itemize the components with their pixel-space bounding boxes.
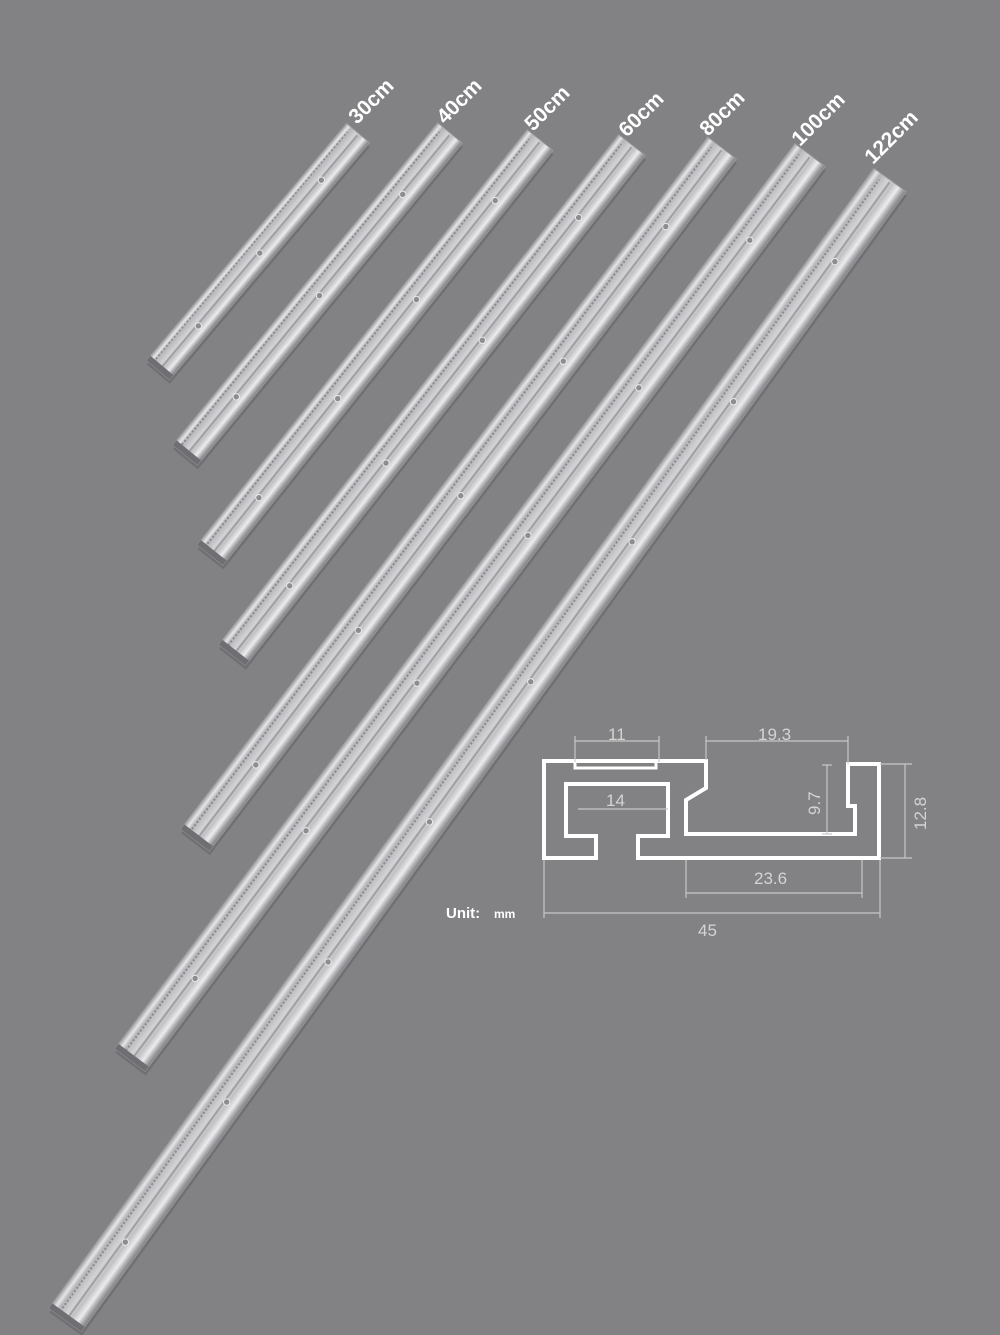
screw-hole — [354, 626, 362, 635]
screw-hole — [302, 827, 310, 835]
rail-label-60cm: 60cm — [614, 87, 668, 141]
screw-hole — [559, 357, 567, 365]
rail-50cm — [196, 129, 554, 570]
rails-group — [48, 122, 907, 1335]
unit-key: Unit: — [446, 905, 480, 922]
rail-label-80cm: 80cm — [695, 86, 749, 140]
rail-30cm — [145, 122, 371, 384]
screw-hole — [662, 222, 670, 231]
dimension-lines — [543, 736, 912, 918]
profile-diagram: 11 19.3 14 9.7 12.8 23.6 45 Unit: mm — [446, 725, 930, 940]
screw-hole — [333, 394, 342, 403]
screw-hole — [285, 582, 294, 590]
screw-hole — [315, 291, 324, 300]
rail-60cm — [218, 133, 646, 670]
screw-hole — [413, 679, 421, 687]
screw-hole — [478, 336, 486, 344]
screw-hole — [412, 295, 421, 304]
rail-40cm — [172, 122, 463, 470]
screw-hole — [831, 257, 839, 266]
screw-hole — [729, 398, 738, 406]
dim-top-right: 19.3 — [758, 725, 791, 744]
rail-label-30cm: 30cm — [344, 74, 398, 128]
dim-bottom-slot: 23.6 — [754, 869, 787, 888]
profile-outline — [542, 759, 881, 860]
screw-hole — [255, 494, 263, 502]
rail-label-122cm: 122cm — [860, 106, 923, 169]
screw-hole — [191, 974, 199, 983]
screw-hole — [524, 531, 532, 540]
screw-hole — [628, 538, 636, 546]
screw-hole — [425, 818, 434, 826]
screw-hole — [527, 678, 535, 686]
rail-100cm — [114, 143, 826, 1076]
rail-label-100cm: 100cm — [787, 88, 850, 151]
screw-hole — [382, 459, 390, 467]
dim-top-left: 11 — [608, 725, 626, 744]
dim-total-width: 45 — [698, 921, 717, 940]
unit-value: mm — [494, 907, 515, 921]
rail-80cm — [180, 136, 737, 856]
rail-122cm — [48, 167, 907, 1335]
screw-hole — [574, 213, 583, 222]
screw-hole — [491, 196, 499, 205]
screw-hole — [256, 249, 264, 257]
dim-total-height: 12.8 — [911, 797, 930, 830]
screw-hole — [635, 384, 643, 392]
screw-hole — [222, 1098, 231, 1106]
dim-inner-left: 14 — [606, 791, 625, 810]
screw-hole — [194, 322, 203, 330]
screw-hole — [746, 236, 754, 244]
screw-hole — [317, 176, 326, 184]
rail-label-50cm: 50cm — [520, 81, 574, 135]
screw-hole — [121, 1238, 130, 1246]
screw-hole — [399, 190, 407, 199]
rail-label-40cm: 40cm — [432, 74, 486, 128]
screw-hole — [457, 492, 465, 500]
dim-inner-height: 9.7 — [805, 791, 824, 815]
screw-hole — [232, 393, 240, 401]
screw-hole — [324, 958, 332, 966]
screw-hole — [252, 761, 260, 769]
